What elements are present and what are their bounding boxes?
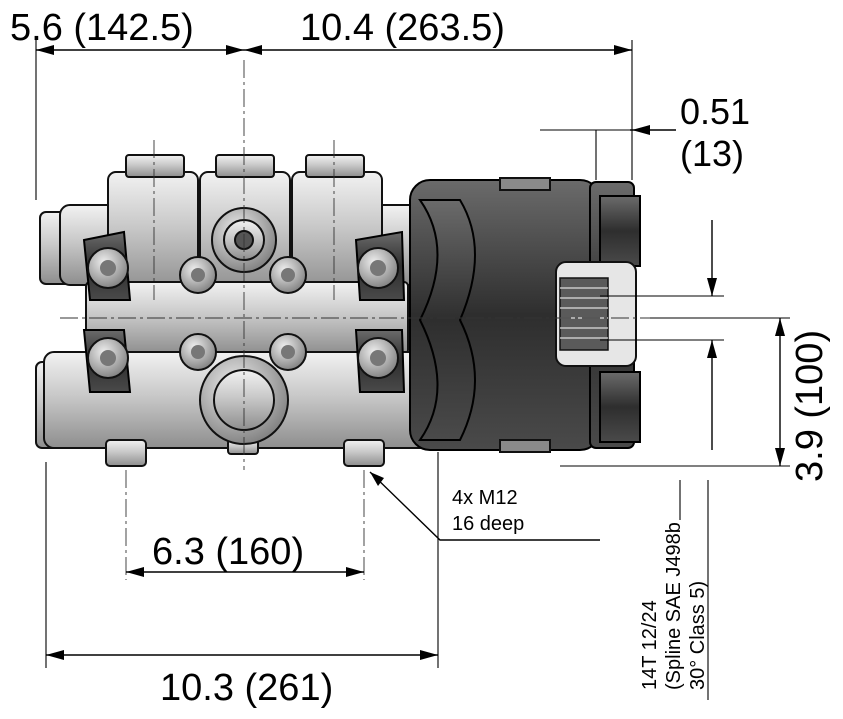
note-spline-line3: 30° Class 5) bbox=[687, 581, 709, 690]
note-spline: 14T 12/24 (Spline SAE J498b 30° Class 5) bbox=[639, 522, 709, 690]
dim-vertical-center: 3.9 (100) bbox=[789, 330, 831, 482]
dim-flange-in: 0.51 bbox=[680, 91, 750, 132]
center-lines bbox=[60, 60, 790, 580]
note-spline-line1: 14T 12/24 bbox=[639, 600, 661, 690]
dim-overall-base: 10.3 (261) bbox=[160, 667, 333, 709]
note-bolt-line2: 16 deep bbox=[452, 513, 524, 535]
note-bolt-line1: 4x M12 bbox=[452, 487, 518, 509]
note-spline-line2: (Spline SAE J498b bbox=[663, 522, 685, 690]
dim-flange-mm: (13) bbox=[680, 133, 744, 174]
dimension-labels: 5.6 (142.5) 10.4 (263.5) 0.51 (13) 3.9 (… bbox=[10, 7, 831, 709]
dim-bolt-spacing: 6.3 (160) bbox=[152, 531, 304, 573]
dimension-lines bbox=[35, 40, 790, 700]
dim-top-left: 5.6 (142.5) bbox=[10, 7, 194, 49]
manifold-bolts bbox=[87, 247, 399, 379]
pump-crankcase bbox=[409, 177, 641, 453]
pump-manifold bbox=[35, 154, 457, 467]
drawing-notes: 4x M12 16 deep 14T 12/24 (Spline SAE J49… bbox=[452, 487, 709, 690]
dim-top-right: 10.4 (263.5) bbox=[300, 7, 505, 49]
